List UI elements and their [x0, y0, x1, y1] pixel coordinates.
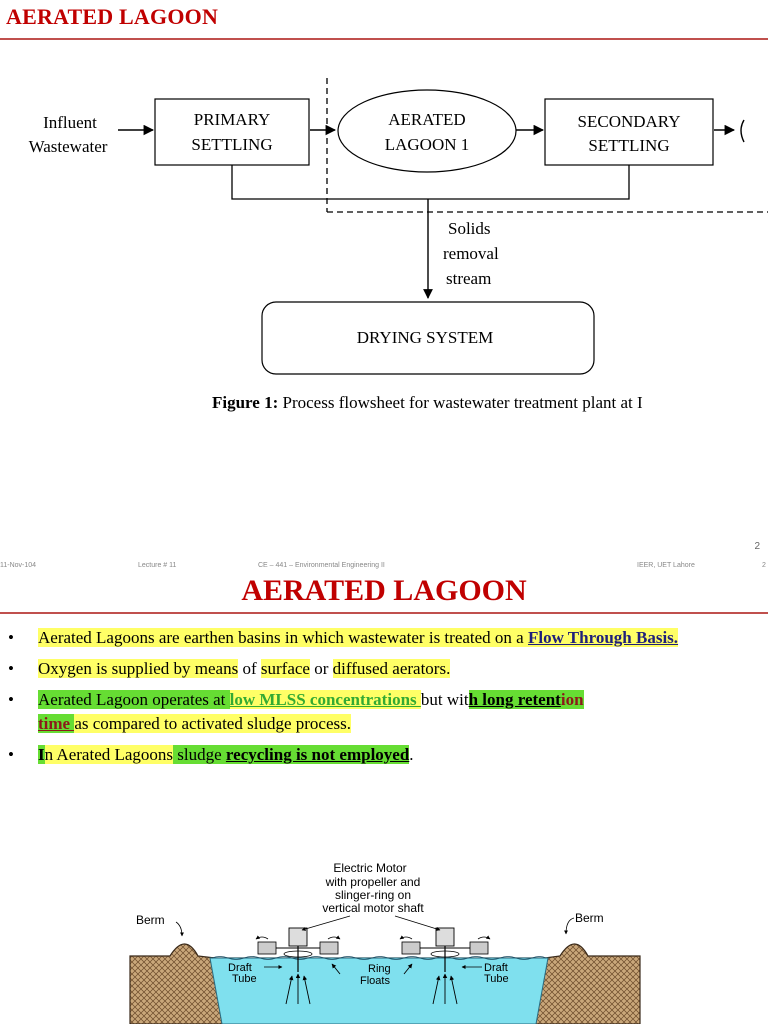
- draft-right-label-2: Tube: [484, 973, 509, 985]
- bullet-4: • In Aerated Lagoons sludge recycling is…: [8, 743, 758, 767]
- aerated-lagoon-ellipse: [337, 89, 517, 173]
- bullet-marker: •: [8, 659, 14, 678]
- bullet-2-text-a: Oxygen is supplied by means: [38, 659, 239, 678]
- solids-label-2: removal: [443, 244, 499, 263]
- draft-left-label-1: Draft: [228, 962, 252, 974]
- bullet-4-text-a: I: [38, 745, 45, 764]
- motor-pointer-left: [301, 915, 351, 931]
- bullet-1-emphasis: Flow Through Basis.: [527, 628, 679, 647]
- bullet-2-text-c: surface: [260, 659, 310, 678]
- bullet-3-text-e: ion: [560, 690, 584, 709]
- drying-system-label: DRYING SYSTEM: [357, 328, 494, 347]
- berm-left-pointer: [175, 921, 184, 937]
- slide-2-title: AERATED LAGOON: [241, 574, 527, 607]
- bullet-4-text-e: .: [409, 745, 414, 764]
- solids-label-1: Solids: [448, 219, 491, 238]
- secondary-label-1: SECONDARY: [578, 112, 681, 131]
- berm-right-pointer: [564, 917, 575, 935]
- ring-label-2: Floats: [360, 975, 390, 987]
- secondary-settling-box: [544, 98, 714, 166]
- aerated-lagoon-cross-section: Electric Motor with propeller and slinge…: [129, 861, 641, 1024]
- bullet-4-text-c: sludge: [173, 745, 226, 764]
- bullet-3: • Aerated Lagoon operates at low MLSS co…: [8, 688, 758, 736]
- motor-pointer-right: [394, 915, 441, 931]
- next-unit-edge: [740, 119, 745, 143]
- lagoon-label-2: LAGOON 1: [385, 135, 470, 154]
- primary-settling-box: [154, 98, 310, 166]
- flow-arrows: [285, 963, 458, 1005]
- figure-caption-text: Process flowsheet for wastewater treatme…: [278, 393, 643, 412]
- bullet-4-text-b: n Aerated Lagoons: [44, 745, 174, 764]
- bullet-marker: •: [8, 628, 14, 647]
- drying-system-box: [261, 301, 595, 375]
- bullet-marker: •: [8, 690, 14, 709]
- bullet-1: • Aerated Lagoons are earthen basins in …: [8, 626, 758, 650]
- slide-1-title: AERATED LAGOON: [6, 4, 219, 29]
- process-flowsheet-diagram: Influent Wastewater PRIMARY SETTLING AER…: [29, 78, 768, 375]
- bullet-3-text-c: but wit: [420, 690, 469, 709]
- secondary-label-2: SETTLING: [588, 136, 669, 155]
- bullet-1-text: Aerated Lagoons are earthen basins in wh…: [38, 628, 528, 647]
- aerator-left: [255, 927, 341, 972]
- primary-label-2: SETTLING: [191, 135, 272, 154]
- bullet-2-text-b: of: [238, 659, 261, 678]
- motor-label-4: vertical motor shaft: [322, 901, 424, 915]
- solids-collection-line: [231, 165, 630, 200]
- berm-right-label: Berm: [575, 911, 604, 925]
- influent-label-1: Influent: [43, 113, 97, 132]
- bullet-3-text-a: Aerated Lagoon operates at: [38, 690, 230, 709]
- lagoon-label-1: AERATED: [388, 110, 465, 129]
- bullet-list: • Aerated Lagoons are earthen basins in …: [8, 626, 758, 774]
- berm-left-label: Berm: [136, 913, 165, 927]
- influent-label-2: Wastewater: [29, 137, 108, 156]
- aerator-right: [399, 927, 491, 972]
- ring-label-1: Ring: [368, 963, 391, 975]
- bullet-2-text-d: or: [309, 659, 333, 678]
- solids-label-3: stream: [446, 269, 491, 288]
- figure-caption-label: Figure 1:: [212, 393, 279, 412]
- footer-course: CE – 441 – Environmental Engineering II: [258, 562, 385, 569]
- draft-left-label-2: Tube: [232, 973, 257, 985]
- bullet-2-text-e: diffused aerators.: [332, 659, 451, 678]
- primary-label-1: PRIMARY: [194, 110, 271, 129]
- draft-right-label-1: Draft: [484, 962, 508, 974]
- slide-2-title-rule: [0, 612, 768, 614]
- motor-label-3: slinger-ring on: [335, 888, 411, 902]
- bullet-3-text-b: low MLSS concentrations: [229, 690, 421, 709]
- bullet-3-text-f: time: [38, 714, 75, 733]
- figure-caption: Figure 1: Process flowsheet for wastewat…: [212, 393, 643, 413]
- slide-1: AERATED LAGOON Influent Wastewater PRIMA…: [0, 4, 768, 552]
- footer-page: 2: [762, 562, 766, 569]
- footer-institute: IEER, UET Lahore: [637, 562, 695, 569]
- bullet-4-text-d: recycling is not employed: [225, 745, 410, 764]
- bullet-3-text-d: h long retent: [468, 690, 561, 709]
- slide-1-page-number: 2: [754, 541, 760, 552]
- motor-label-2: with propeller and: [325, 875, 421, 889]
- bullet-marker: •: [8, 745, 14, 764]
- bullet-2: • Oxygen is supplied by means of surface…: [8, 657, 758, 681]
- footer-date: 11-Nov-104: [0, 562, 37, 569]
- bullet-3-text-g: as compared to activated sludge process.: [74, 714, 351, 733]
- motor-label-1: Electric Motor: [333, 861, 406, 875]
- title-rule: [0, 38, 768, 40]
- water-surface: [211, 956, 547, 960]
- footer-lecture: Lecture # 11: [138, 562, 177, 569]
